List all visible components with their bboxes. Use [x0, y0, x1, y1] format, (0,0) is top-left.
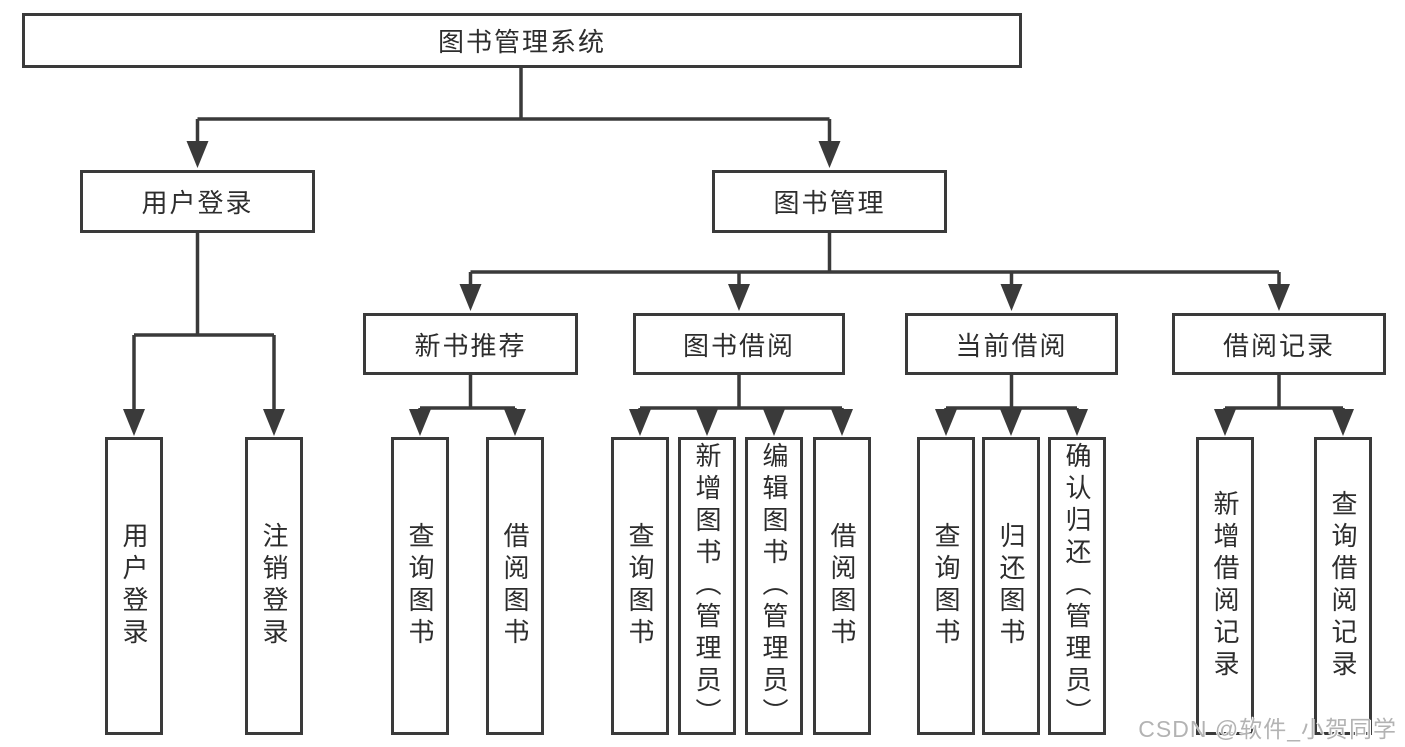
- node-new-book-recommend-label: 新书推荐: [414, 330, 527, 361]
- leaf-current-return-books: 归还图书: [982, 437, 1040, 735]
- node-current-borrow: 当前借阅: [905, 313, 1118, 375]
- leaf-borrow-edit-books-admin: 编辑图书（管理员）: [745, 437, 803, 735]
- leaf-newrec-borrow-books: 借阅图书: [486, 437, 544, 735]
- connector-book-management-children: [468, 233, 1281, 290]
- leaf-current-query-books: 查询图书: [917, 437, 975, 735]
- leaf-current-confirm-return-admin-label: 确认归还（管理员）: [1062, 442, 1092, 730]
- leaf-borrow-add-books-admin: 新增图书（管理员）: [678, 437, 736, 735]
- leaf-current-confirm-return-admin: 确认归还（管理员）: [1048, 437, 1106, 735]
- leaf-newrec-query-books-label: 查询图书: [405, 522, 435, 650]
- leaf-records-add-record: 新增借阅记录: [1196, 437, 1254, 735]
- node-new-book-recommend: 新书推荐: [363, 313, 578, 375]
- node-book-management: 图书管理: [712, 170, 947, 233]
- leaf-borrow-borrow-books: 借阅图书: [813, 437, 871, 735]
- leaf-records-query-record-label: 查询借阅记录: [1328, 490, 1358, 682]
- leaf-records-add-record-label: 新增借阅记录: [1210, 490, 1240, 682]
- leaf-borrow-borrow-books-label: 借阅图书: [827, 522, 857, 650]
- node-book-borrow-label: 图书借阅: [682, 330, 795, 361]
- connector-book-borrow-children: [638, 375, 844, 415]
- leaf-logout: 注销登录: [245, 437, 303, 735]
- connector-root-to-level2: [195, 68, 832, 147]
- leaf-current-query-books-label: 查询图书: [931, 522, 961, 650]
- node-current-borrow-label: 当前借阅: [955, 330, 1068, 361]
- leaf-borrow-query-books-label: 查询图书: [625, 522, 655, 650]
- csdn-watermark: CSDN @软件_小贺同学: [1138, 716, 1397, 742]
- node-user-login-label: 用户登录: [141, 188, 254, 218]
- connector-new-book-recommend-children: [418, 375, 517, 415]
- leaf-user-login: 用户登录: [105, 437, 163, 735]
- node-user-login: 用户登录: [80, 170, 315, 233]
- connector-current-borrow-children: [944, 375, 1079, 415]
- node-borrow-records-label: 借阅记录: [1222, 330, 1335, 361]
- leaf-current-return-books-label: 归还图书: [996, 522, 1026, 650]
- leaf-newrec-borrow-books-label: 借阅图书: [500, 522, 530, 650]
- node-root-label: 图书管理系统: [437, 27, 606, 57]
- leaf-logout-label: 注销登录: [259, 522, 289, 650]
- leaf-user-login-label: 用户登录: [119, 522, 149, 650]
- leaf-borrow-edit-books-admin-label: 编辑图书（管理员）: [759, 442, 789, 730]
- connector-user-login-children: [132, 233, 276, 415]
- node-borrow-records: 借阅记录: [1172, 313, 1386, 375]
- leaf-records-query-record: 查询借阅记录: [1314, 437, 1372, 735]
- node-book-borrow: 图书借阅: [633, 313, 845, 375]
- leaf-borrow-add-books-admin-label: 新增图书（管理员）: [692, 442, 722, 730]
- node-root: 图书管理系统: [22, 13, 1022, 68]
- leaf-borrow-query-books: 查询图书: [611, 437, 669, 735]
- leaf-newrec-query-books: 查询图书: [391, 437, 449, 735]
- connector-borrow-records-children: [1223, 375, 1345, 415]
- node-book-management-label: 图书管理: [773, 188, 886, 218]
